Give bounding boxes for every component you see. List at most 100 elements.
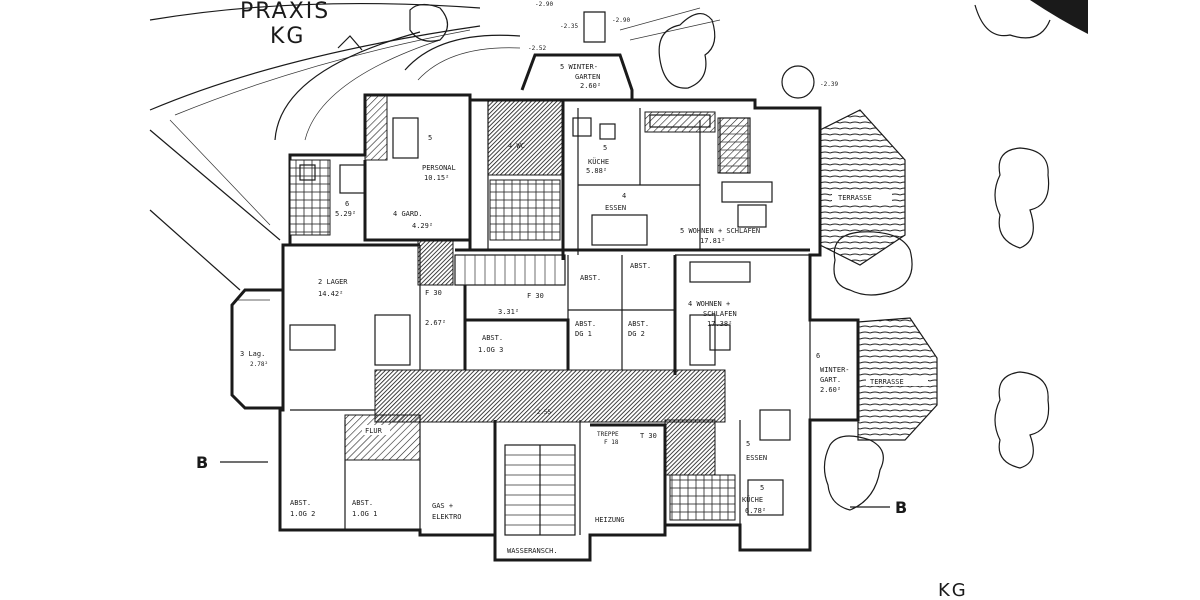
room-name: KÜCHE: [588, 157, 609, 166]
room-six: 6 5.29²: [335, 200, 356, 218]
room-area: 17.81²: [700, 237, 725, 245]
room-num: 5: [680, 227, 684, 235]
room-name: ABST.: [482, 334, 503, 342]
room-name2: 1.OG 3: [478, 346, 503, 354]
room-name: WC: [516, 142, 524, 150]
room-num: 4: [688, 300, 692, 308]
tree-icon: [409, 3, 449, 42]
room-lager: 2 LAGER 14.42²: [318, 278, 348, 298]
room-name: WOHNEN +: [696, 300, 730, 308]
room-gas-elektro: GAS + ELEKTRO: [432, 502, 462, 521]
room-treppe: TREPPE F 18: [597, 431, 619, 446]
room-name2: DG 1: [575, 330, 592, 338]
room-num: 6: [345, 200, 349, 208]
room-abst-1og1: ABST. 1.OG 1: [352, 499, 377, 518]
sheet-label: KG: [938, 580, 968, 600]
room-area: 3.31²: [498, 308, 519, 316]
room-abst-1og3: ABST. 1.OG 3: [478, 334, 503, 354]
room-f30-a: F 30 2.67²: [425, 289, 446, 327]
tree-icon: [781, 65, 815, 99]
svg-text:3 Lag.: 3 Lag.: [240, 350, 265, 358]
room-area: F 18: [604, 439, 619, 446]
furniture: [289, 114, 791, 516]
room-name: WINTER-: [568, 63, 598, 71]
room-name2: ELEKTRO: [432, 513, 462, 521]
room-name2: SCHLAFEN: [703, 310, 737, 318]
room-name: ESSEN: [605, 204, 626, 212]
room-kueche-se: 5 KÜCHE 6.78²: [742, 484, 766, 515]
plan-title: PRAXIS KG: [240, 0, 363, 51]
room-name2: DG 2: [628, 330, 645, 338]
room-area: 4.29²: [412, 222, 433, 230]
room-t30: T 30: [640, 432, 657, 440]
level-3: -2.90: [612, 17, 630, 24]
room-name2: 1.OG 1: [352, 510, 377, 518]
scan-shadow: [1030, 0, 1088, 34]
terrace-bottom-label: TERRASSE: [870, 378, 904, 386]
room-area: 6.78²: [745, 507, 766, 515]
room-abst-dg2: ABST. DG 2: [628, 320, 649, 338]
room-wasseranschluss: WASSERANSCH.: [505, 544, 577, 556]
room-kueche-n: 5 KÜCHE 5.88²: [586, 144, 609, 175]
tree-icon: [974, 4, 1051, 39]
room-num: 5: [760, 484, 764, 492]
room-name: KÜCHE: [742, 495, 763, 504]
room-num: 5: [746, 440, 750, 448]
room-wohnen-ne: 5 WOHNEN + SCHLAFEN 17.81²: [680, 227, 760, 245]
room-wintergarten-n: 5 WINTER- GARTEN 2.60²: [560, 63, 601, 90]
room-gard: 4 GARD. 4.29²: [393, 210, 433, 230]
svg-text:4 WC: 4 WC: [508, 142, 525, 150]
room-f30-b: F 30 3.31²: [498, 292, 544, 316]
room-area: 17.38²: [707, 320, 732, 328]
level-4: -2.52: [528, 45, 546, 52]
tree-icon: [994, 147, 1050, 249]
room-num: 5: [560, 63, 564, 71]
room-name: ABST.: [630, 262, 651, 270]
room-num: 4: [393, 210, 397, 218]
room-name: PERSONAL: [422, 164, 456, 172]
room-name: ABST.: [290, 499, 311, 507]
svg-text:4 GARD.: 4 GARD.: [393, 210, 423, 218]
room-area: 14.42²: [318, 290, 343, 298]
room-num: 3: [240, 350, 244, 358]
room-area: 2.67²: [425, 319, 446, 327]
room-name: TREPPE: [597, 431, 619, 438]
stairs: [454, 117, 751, 536]
level-1: -2.90: [535, 1, 553, 8]
room-essen-se: 5 ESSEN: [746, 440, 767, 462]
room-lag: 3 Lag. 2.78²: [240, 350, 268, 368]
tree-icon: [658, 13, 716, 89]
room-wintergarten-e: 6 WINTER- GART. 2.60²: [816, 352, 850, 394]
room-area: 2.60²: [580, 82, 601, 90]
room-name: ABST.: [575, 320, 596, 328]
room-name2: GARTEN: [575, 73, 600, 81]
room-name: LAGER: [326, 278, 348, 286]
room-num: 5: [428, 134, 432, 142]
level-2: -2.35: [560, 23, 578, 30]
room-abst-a: ABST.: [580, 274, 601, 282]
room-abst-b: ABST.: [630, 262, 651, 270]
room-area: 10.15²: [424, 174, 449, 182]
room-name: T 30: [640, 432, 657, 440]
room-num: 4: [622, 192, 626, 200]
room-name: WOHNEN + SCHLAFEN: [688, 227, 760, 235]
room-essen-n: 4 ESSEN: [605, 192, 626, 212]
level-6: -2.55: [533, 409, 551, 416]
room-name: GAS +: [432, 502, 453, 510]
section-marks: B B: [194, 452, 915, 517]
room-num: 6: [816, 352, 820, 360]
room-name: Lag.: [248, 350, 265, 358]
room-flur: FLUR: [362, 425, 390, 435]
section-mark-east: B: [895, 498, 907, 517]
room-area: 2.78²: [250, 361, 268, 368]
room-wohnen-e: 4 WOHNEN + SCHLAFEN 17.38²: [688, 300, 737, 328]
room-area: 2.60²: [820, 386, 841, 394]
room-abst-dg1: ABST. DG 1: [575, 320, 596, 338]
room-name2: 1.OG 2: [290, 510, 315, 518]
room-name: F 30: [425, 289, 442, 297]
room-name: FLUR: [365, 427, 383, 435]
room-name: GARD.: [401, 210, 422, 218]
room-name: ABST.: [628, 320, 649, 328]
